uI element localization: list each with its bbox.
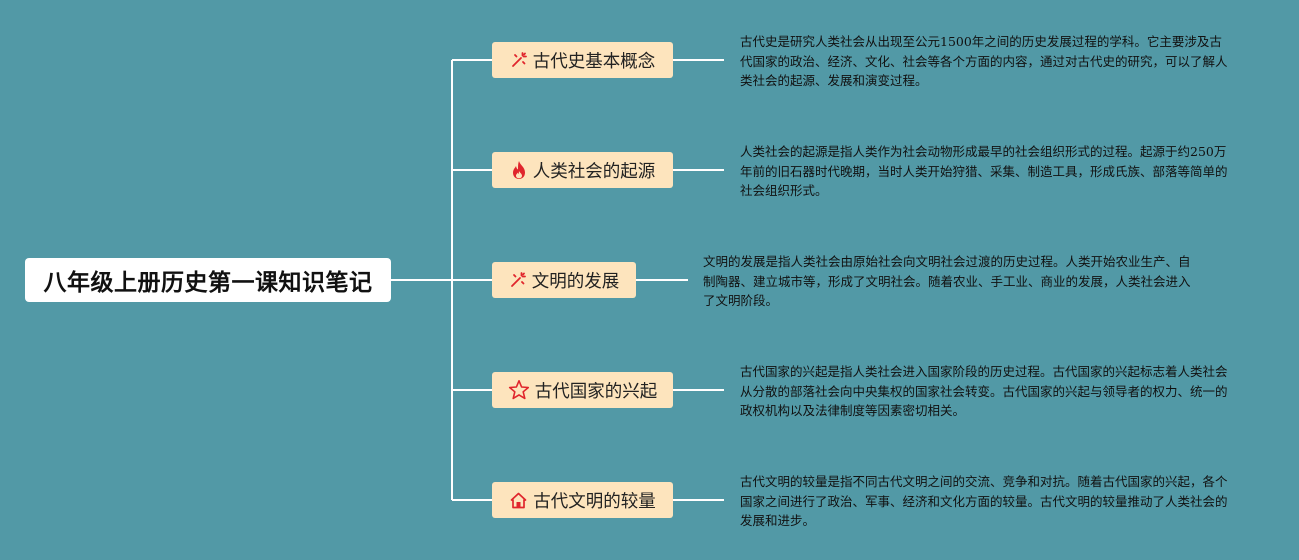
topic-label: 古代国家的兴起 [534,381,658,402]
topic-rise-of-states[interactable]: 古代国家的兴起 [492,372,673,408]
home-icon [509,491,528,510]
topic-note: 古代文明的较量是指不同古代文明之间的交流、竞争和对抗。随着古代国家的兴起，各个国… [740,474,1228,528]
topic-label: 古代史基本概念 [532,51,656,72]
topic-ancient-history-concept[interactable]: 古代史基本概念 [492,42,673,78]
root-title: 八年级上册历史第一课知识笔记 [43,270,373,296]
topic-label: 古代文明的较量 [533,491,656,512]
sparkle-icon [509,271,527,289]
fire-icon [510,160,528,180]
topic-civilization-contest[interactable]: 古代文明的较量 [492,482,673,518]
topic-label: 文明的发展 [531,271,620,292]
sparkle-icon [510,51,528,69]
topic-note: 古代国家的兴起是指人类社会进入国家阶段的历史过程。古代国家的兴起标志着人类社会从… [740,364,1228,418]
topic-note: 古代史是研究人类社会从出现至公元1500年之间的历史发展过程的学科。它主要涉及古… [740,34,1228,88]
root-topic[interactable]: 八年级上册历史第一课知识笔记 [25,258,391,302]
topic-note: 文明的发展是指人类社会由原始社会向文明社会过渡的历史过程。人类开始农业生产、自制… [703,254,1191,308]
topic-civilization-development[interactable]: 文明的发展 [492,262,636,298]
star-icon [508,379,530,401]
topic-note: 人类社会的起源是指人类作为社会动物形成最早的社会组织形式的过程。起源于约250万… [740,144,1228,198]
topic-label: 人类社会的起源 [532,161,656,182]
topic-origin-of-society[interactable]: 人类社会的起源 [492,152,673,188]
